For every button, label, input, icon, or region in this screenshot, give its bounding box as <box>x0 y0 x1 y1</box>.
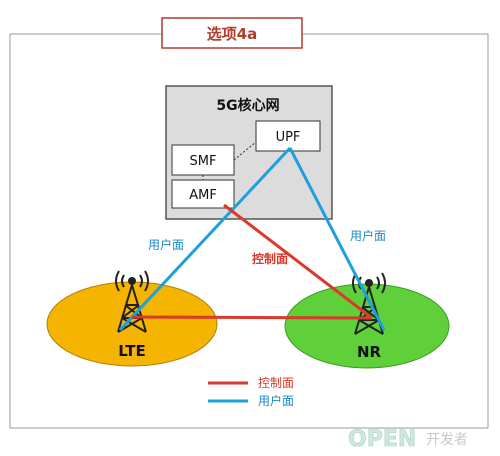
user-plane-label-right: 用户面 <box>350 228 386 243</box>
watermark-sub: 开发者 <box>426 432 468 448</box>
legend-control-plane-label: 控制面 <box>258 376 294 390</box>
title: 选项4a <box>207 25 258 43</box>
upf-box <box>255 120 321 152</box>
amf-label: AMF <box>189 188 217 203</box>
smf-upf-link <box>233 141 257 161</box>
control-plane-label: 控制面 <box>252 251 288 266</box>
core-network-label: 5G核心网 <box>216 97 279 114</box>
amf-box <box>171 179 235 209</box>
smf-label: SMF <box>190 154 217 169</box>
user-plane-link-lte-upf <box>118 146 292 332</box>
title-box <box>161 17 303 49</box>
control-plane-link-lte-nr <box>131 315 373 320</box>
watermark-brand: OPEN <box>348 427 416 452</box>
lte-label: LTE <box>118 342 146 360</box>
user-plane-link-upf-nr <box>288 147 386 331</box>
smf-box <box>171 144 235 176</box>
nr-label: NR <box>357 343 382 361</box>
control-plane-link-amf-nr <box>223 203 373 320</box>
user-plane-label-left: 用户面 <box>148 237 184 252</box>
upf-label: UPF <box>276 130 301 145</box>
legend-user-plane-label: 用户面 <box>258 393 294 408</box>
lte-tower-icon <box>115 270 149 333</box>
